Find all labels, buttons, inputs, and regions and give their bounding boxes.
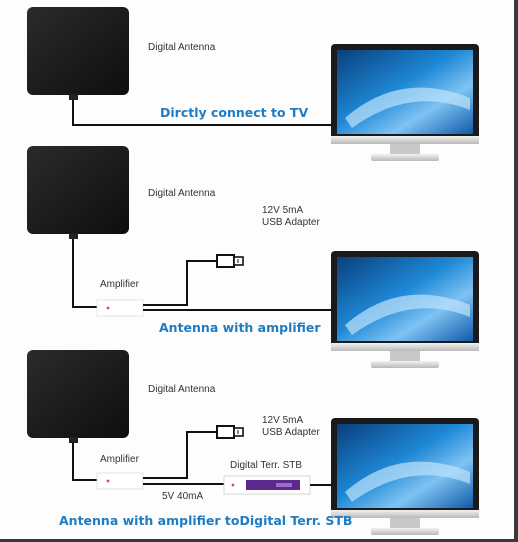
tv-monitor-3 (331, 418, 479, 535)
adapter-label-2-line1: 12V 5mA (262, 205, 304, 216)
antenna-3 (27, 350, 129, 438)
amplifier-label-2: Amplifier (100, 279, 139, 290)
amplifier-2 (96, 299, 144, 317)
adapter-label-3-line2: USB Adapter (262, 427, 320, 438)
cable-2-antenna (72, 239, 100, 308)
antenna-label-3: Digital Antenna (148, 384, 216, 395)
digital-terr-stb (223, 475, 311, 495)
antenna-1 (27, 7, 129, 95)
antenna-2 (27, 146, 129, 234)
section-2 (27, 146, 479, 368)
antenna-1-connector (69, 94, 78, 100)
cable-1 (72, 100, 338, 126)
caption-direct-connect: Dirctly connect to TV (160, 105, 309, 120)
antenna-2-connector (69, 233, 78, 239)
cable-3-antenna (72, 443, 100, 481)
antenna-label-2: Digital Antenna (148, 188, 216, 199)
right-border (514, 0, 518, 542)
adapter-label-2-line2: USB Adapter (262, 217, 320, 228)
antenna-label-1: Digital Antenna (148, 42, 216, 53)
amplifier-3 (96, 472, 144, 490)
caption-with-amplifier-stb: Antenna with amplifier toDigital Terr. S… (59, 513, 353, 528)
cable-3-usb (143, 431, 218, 479)
amplifier-label-3: Amplifier (100, 454, 139, 465)
adapter-label-3-line1: 12V 5mA (262, 415, 304, 426)
stb-label: Digital Terr. STB (230, 460, 303, 471)
tv-monitor-2 (331, 251, 479, 368)
bottom-border (0, 539, 518, 542)
cable-2-usb (143, 260, 218, 306)
power-label: 5V 40mA (162, 491, 204, 502)
tv-monitor-1 (331, 44, 479, 161)
usb-plug-2 (216, 254, 244, 268)
caption-with-amplifier: Antenna with amplifier (159, 320, 321, 335)
antenna-3-connector (69, 437, 78, 443)
section-3 (27, 350, 479, 535)
section-1 (27, 7, 479, 161)
usb-plug-3 (216, 425, 244, 439)
